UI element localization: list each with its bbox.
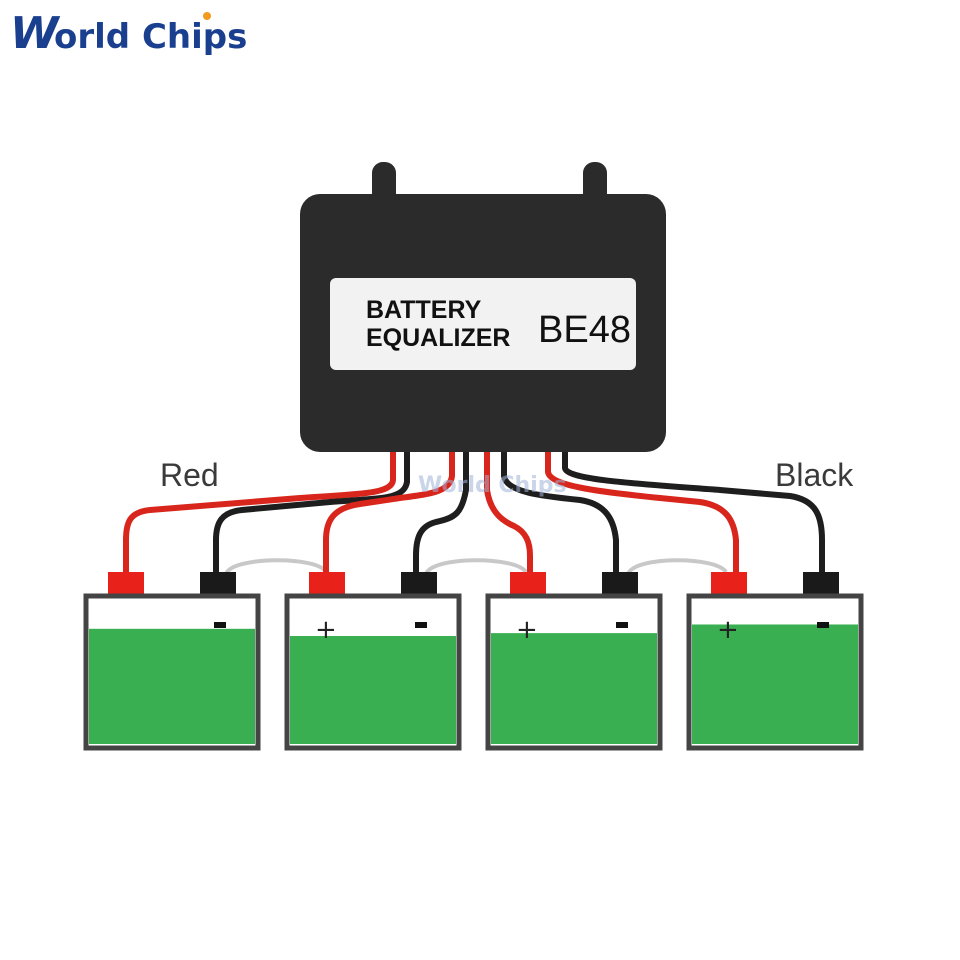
equalizer-wires — [123, 444, 825, 575]
wire-red-2 — [323, 444, 455, 575]
wire-red-4 — [545, 444, 739, 575]
battery-4-negative-terminal — [803, 572, 839, 596]
battery-2-negative-terminal — [401, 572, 437, 596]
logo-letter-w: W — [10, 8, 61, 59]
wire-label-red: Red — [160, 457, 219, 493]
battery-1-minus-icon — [214, 622, 226, 628]
battery-link-wires — [224, 558, 728, 576]
batteries-group: + + + — [83, 572, 864, 751]
battery-1 — [83, 572, 261, 751]
device-label-line1: BATTERY — [366, 296, 482, 324]
device-model: BE48 — [538, 309, 631, 351]
battery-2-charge-level — [290, 636, 456, 744]
battery-4-charge-level — [692, 624, 858, 744]
battery-2-positive-terminal — [309, 572, 345, 596]
link-wire-3-4 — [626, 558, 728, 576]
wire-red-1 — [123, 444, 396, 575]
battery-2-plus-label: + — [315, 615, 337, 645]
battery-4: + — [686, 572, 864, 751]
link-wire-2-3 — [424, 558, 528, 576]
battery-3-minus-icon — [616, 622, 628, 628]
battery-2: + — [284, 572, 462, 751]
battery-2-minus-icon — [415, 622, 427, 628]
device-label-panel — [330, 278, 636, 370]
battery-1-charge-level — [89, 628, 255, 744]
wire-black-4 — [562, 444, 825, 575]
battery-4-minus-icon — [817, 622, 829, 628]
battery-3-charge-level — [491, 633, 657, 744]
logo-dot-icon — [203, 12, 211, 20]
world-chips-logo: W orld Chips — [10, 8, 247, 59]
battery-3-plus-label: + — [516, 615, 538, 645]
wire-label-black: Black — [775, 457, 854, 493]
wire-black-3 — [501, 444, 619, 575]
battery-4-plus-label: + — [717, 615, 739, 645]
battery-1-negative-terminal — [200, 572, 236, 596]
battery-4-positive-terminal — [711, 572, 747, 596]
battery-equalizer-device: BATTERY EQUALIZER BE48 — [300, 162, 666, 452]
battery-1-positive-terminal — [108, 572, 144, 596]
logo-text: orld Chips — [54, 17, 247, 57]
battery-3-positive-terminal — [510, 572, 546, 596]
watermark-text: World Chips — [418, 473, 567, 498]
wire-black-2 — [413, 444, 469, 575]
device-label-line2: EQUALIZER — [366, 324, 510, 352]
battery-3-negative-terminal — [602, 572, 638, 596]
wire-red-3 — [484, 444, 533, 575]
battery-3: + — [485, 572, 663, 751]
wire-black-1 — [213, 444, 410, 575]
link-wire-1-2 — [224, 558, 328, 576]
